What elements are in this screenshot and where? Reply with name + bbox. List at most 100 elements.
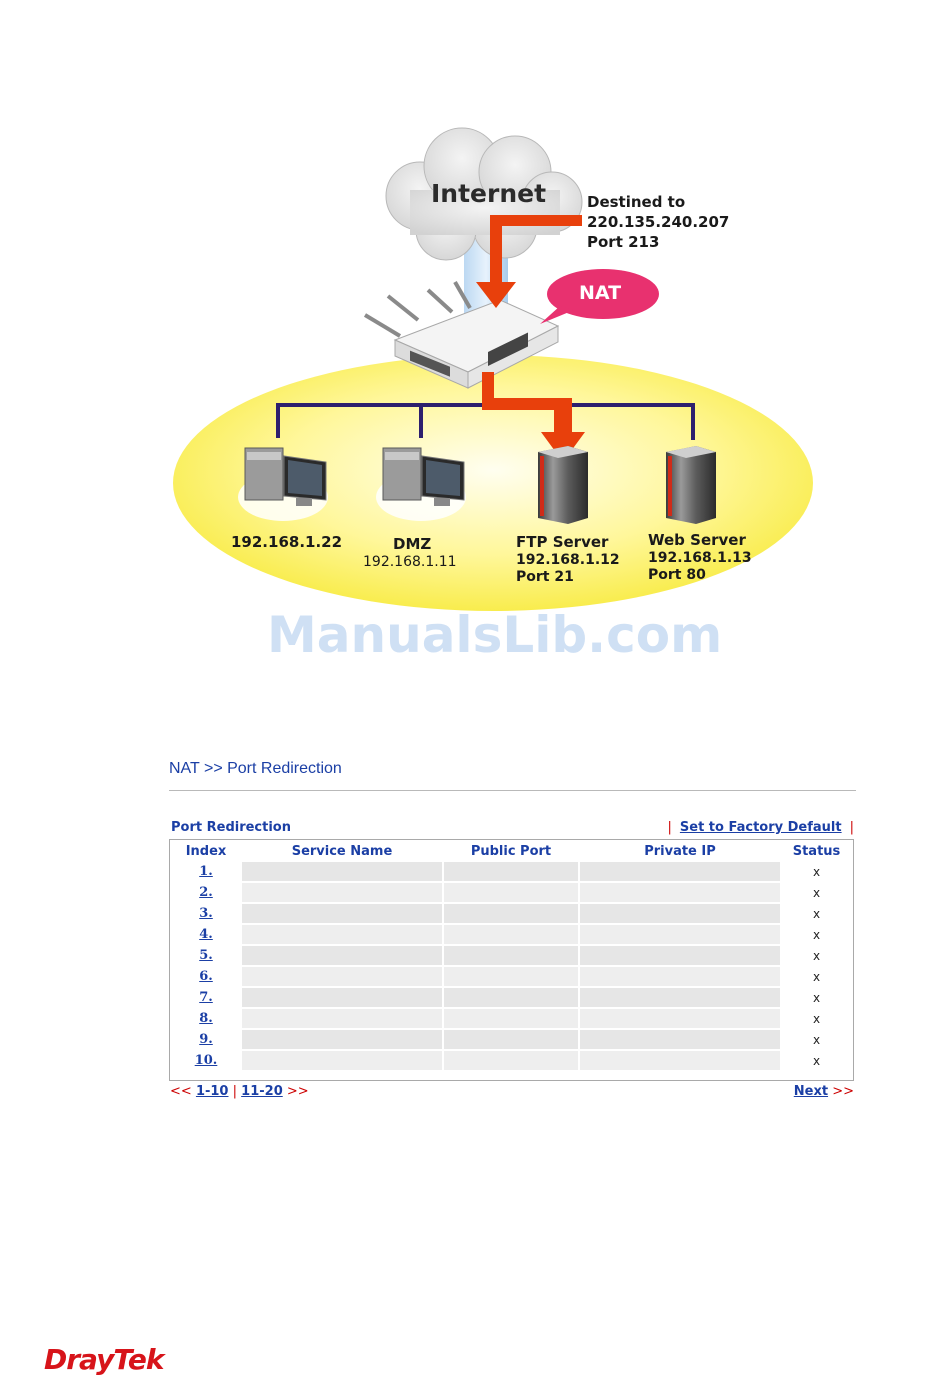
service-name-cell — [242, 988, 442, 1007]
index-cell: 3. — [172, 904, 240, 923]
separator: | — [849, 820, 854, 835]
service-name-cell — [242, 946, 442, 965]
host-2-ip: 192.168.1.11 — [363, 554, 457, 570]
table-row: 10. x — [172, 1051, 851, 1070]
private-ip-cell — [580, 946, 780, 965]
nat-bubble — [540, 269, 659, 324]
row-index-link[interactable]: 1. — [199, 864, 213, 879]
page-link-1-10[interactable]: 1-10 — [195, 1084, 229, 1099]
service-name-cell — [242, 904, 442, 923]
destination-line-1: Destined to — [587, 193, 686, 211]
row-index-link[interactable]: 2. — [199, 885, 213, 900]
pc-icon — [376, 447, 466, 521]
row-index-link[interactable]: 5. — [199, 948, 213, 963]
status-cell: x — [782, 883, 851, 902]
nat-diagram: Internet Destined to 220.135.240.207 Por… — [173, 127, 813, 664]
private-ip-cell — [580, 904, 780, 923]
index-cell: 5. — [172, 946, 240, 965]
row-index-link[interactable]: 3. — [199, 906, 213, 921]
service-name-cell — [242, 967, 442, 986]
table-row: 2. x — [172, 883, 851, 902]
set-factory-default-link[interactable]: Set to Factory Default — [679, 820, 842, 835]
port-redirection-table: Index Service Name Public Port Private I… — [169, 839, 854, 1081]
internet-cloud — [385, 127, 583, 261]
table-row: 7. x — [172, 988, 851, 1007]
host-3-name: FTP Server — [516, 533, 609, 551]
host-4-port: Port 80 — [648, 567, 706, 583]
column-header-status: Status — [792, 843, 841, 859]
public-port-cell — [444, 862, 578, 881]
host-1-ip: 192.168.1.22 — [231, 533, 343, 551]
column-header-public-port: Public Port — [470, 843, 552, 859]
draytek-logo: DrayTek — [44, 1343, 164, 1376]
table-body: 1. x 2. x 3.x 4.x 5. x 6. x 7. x 8.x 9.x 10. x — [172, 862, 851, 1070]
header-divider — [169, 790, 856, 791]
status-cell: x — [782, 967, 851, 986]
internet-label: Internet — [431, 179, 547, 208]
private-ip-cell — [580, 1051, 780, 1070]
port-redirection-grid: Index Service Name Public Port Private I… — [170, 840, 853, 1072]
private-ip-cell — [580, 1009, 780, 1028]
prev-arrow: << — [170, 1084, 192, 1099]
row-index-link[interactable]: 10. — [194, 1053, 218, 1068]
destination-line-3: Port 213 — [587, 233, 660, 251]
service-name-cell — [242, 862, 442, 881]
service-name-cell — [242, 883, 442, 902]
column-header-service-name: Service Name — [291, 843, 393, 859]
status-cell: x — [782, 988, 851, 1007]
next-page-link[interactable]: Next — [793, 1084, 829, 1099]
pager-next: Next >> — [794, 1084, 854, 1099]
table-row: 6. x — [172, 967, 851, 986]
status-cell: x — [782, 946, 851, 965]
index-cell: 1. — [172, 862, 240, 881]
row-index-link[interactable]: 8. — [199, 1011, 213, 1026]
watermark: ManualsLib.com — [267, 606, 723, 664]
status-cell: x — [782, 1051, 851, 1070]
index-cell: 4. — [172, 925, 240, 944]
page-link-11-20[interactable]: 11-20 — [241, 1084, 283, 1099]
row-index-link[interactable]: 9. — [199, 1032, 213, 1047]
public-port-cell — [444, 883, 578, 902]
service-name-cell — [242, 1009, 442, 1028]
public-port-cell — [444, 946, 578, 965]
host-3-ip: 192.168.1.12 — [516, 552, 620, 568]
diagram-graphic — [173, 127, 813, 611]
table-row: 5. x — [172, 946, 851, 965]
private-ip-cell — [580, 1030, 780, 1049]
section-title: Port Redirection — [171, 820, 291, 835]
table-row: 9.x — [172, 1030, 851, 1049]
next-arrow-left: >> — [286, 1084, 309, 1099]
next-arrow: >> — [832, 1084, 854, 1099]
private-ip-cell — [580, 967, 780, 986]
row-index-link[interactable]: 6. — [199, 969, 213, 984]
index-cell: 8. — [172, 1009, 240, 1028]
index-cell: 10. — [172, 1051, 240, 1070]
server-icon — [538, 446, 588, 524]
private-ip-cell — [580, 862, 780, 881]
public-port-cell — [444, 1009, 578, 1028]
public-port-cell — [444, 1030, 578, 1049]
host-4-name: Web Server — [648, 531, 746, 549]
table-header-row: Index Service Name Public Port Private I… — [172, 842, 851, 860]
index-cell: 9. — [172, 1030, 240, 1049]
host-2-name: DMZ — [393, 535, 432, 553]
public-port-cell — [444, 1051, 578, 1070]
table-row: 4.x — [172, 925, 851, 944]
table-row: 8.x — [172, 1009, 851, 1028]
pc-icon — [238, 447, 328, 521]
private-ip-cell — [580, 883, 780, 902]
factory-default-area: |Set to Factory Default| — [660, 820, 855, 835]
private-ip-cell — [580, 925, 780, 944]
host-3-port: Port 21 — [516, 569, 574, 585]
inbound-arrow — [476, 215, 582, 308]
pager: << 1-10 | 11-20 >> — [170, 1084, 309, 1099]
server-icon — [666, 446, 716, 524]
row-index-link[interactable]: 4. — [199, 927, 213, 942]
table-row: 3.x — [172, 904, 851, 923]
row-index-link[interactable]: 7. — [199, 990, 213, 1005]
status-cell: x — [782, 862, 851, 881]
public-port-cell — [444, 988, 578, 1007]
host-4-ip: 192.168.1.13 — [648, 550, 752, 566]
redirect-arrow — [482, 372, 585, 462]
service-name-cell — [242, 925, 442, 944]
